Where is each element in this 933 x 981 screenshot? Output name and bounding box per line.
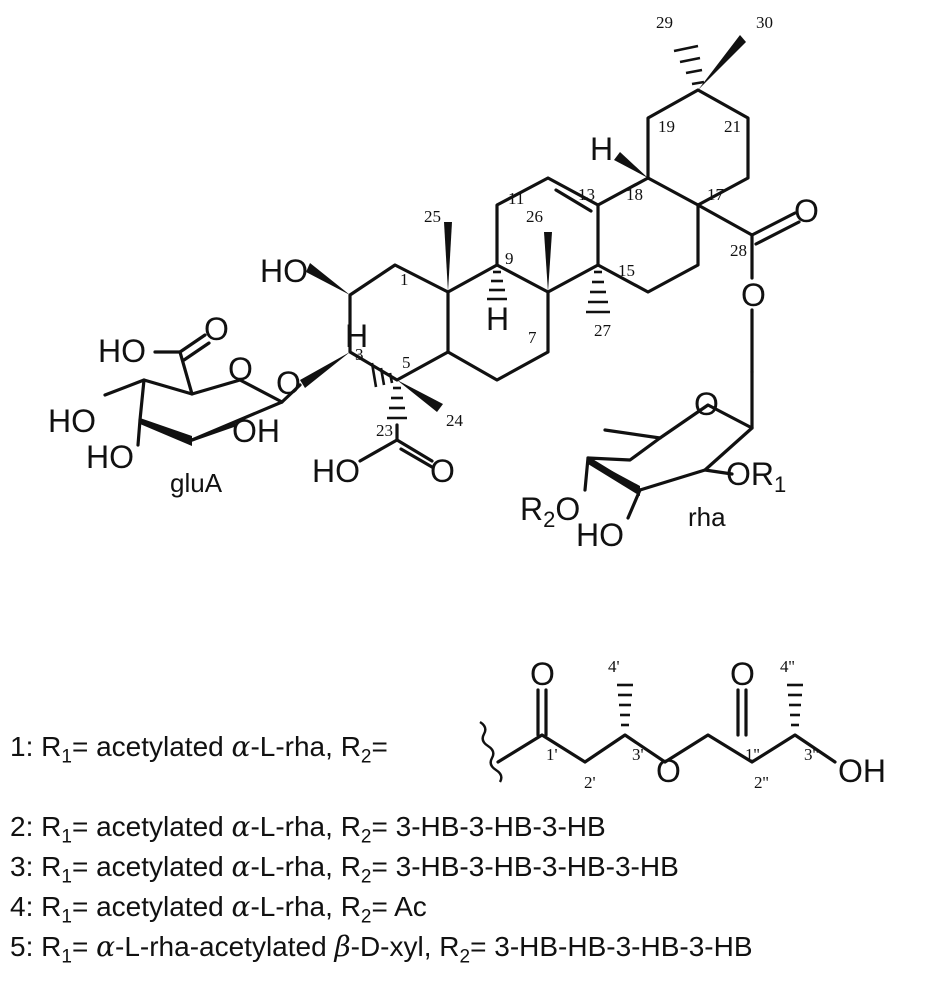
locant-1: 1 [400, 270, 409, 289]
label-glua-cooh-ho: HO [98, 333, 146, 369]
wavy-attachment [479, 720, 503, 783]
label-glua-ring-o: O [228, 351, 253, 387]
label-glua-ho-b: HO [86, 439, 134, 475]
glua-bold-edge [140, 418, 192, 446]
label-rha-or1: OR1 [726, 456, 786, 497]
sub-c4p: 4' [608, 657, 620, 676]
locant-24: 24 [446, 411, 464, 430]
label-rha-r2o-o: O [555, 491, 580, 527]
locant-13: 13 [578, 185, 595, 204]
label-rha-or1-main: OR [726, 456, 774, 492]
label-rha-ring-o: O [694, 386, 719, 422]
legend-line-2: 2: R1= acetylated α-L-rha, R2= 3-HB-3-HB… [10, 810, 606, 848]
label-h-9: H [486, 301, 509, 337]
wedge-h18 [614, 152, 648, 178]
sub-c1p: 1' [546, 745, 558, 764]
label-glua-oh: OH [232, 413, 280, 449]
label-rha-ho: HO [576, 517, 624, 553]
label-c28-ester-o: O [741, 277, 766, 313]
wedge-c3-o [300, 352, 350, 388]
sub-c3pp: 3'' [804, 745, 819, 764]
locant-23: 23 [376, 421, 393, 440]
c28-ester [696, 203, 801, 374]
sub-o2: O [730, 656, 755, 692]
locant-25: 25 [424, 207, 441, 226]
sub-oh: OH [838, 753, 886, 789]
c23-carboxyl [358, 423, 434, 469]
wedge-c24 [397, 380, 443, 412]
wedge-c26 [544, 232, 552, 292]
sub-c3p: 3' [632, 745, 644, 764]
legend-line-1: 1: R1= acetylated α-L-rha, R2= [10, 730, 388, 768]
locant-30: 30 [756, 13, 773, 32]
locant-17: 17 [707, 185, 725, 204]
wedge-c2-oh [306, 263, 350, 295]
locant-27: 27 [594, 321, 612, 340]
r2-substituent: O O O OH 1' 2' 3' 4' 1'' 2'' 3'' 4'' [479, 656, 886, 792]
label-h-18: H [590, 131, 613, 167]
label-c23-o: O [430, 453, 455, 489]
label-o-glycoside: O [276, 365, 301, 401]
legend-line-5: 5: R1= α-L-rha-acetylated β-D-xyl, R2= 3… [10, 930, 753, 968]
label-rha-or1-sub: 1 [774, 472, 786, 497]
sub-c2p: 2' [584, 773, 596, 792]
locant-18: 18 [626, 185, 643, 204]
label-rha: rha [688, 502, 726, 532]
locant-29: 29 [656, 13, 673, 32]
label-rha-r2o-sub: 2 [543, 507, 555, 532]
sub-c4pp: 4'' [780, 657, 795, 676]
locant-3: 3 [355, 345, 364, 364]
label-rha-r2o: R2O [520, 491, 580, 532]
locant-19: 19 [658, 117, 675, 136]
locant-26: 26 [526, 207, 543, 226]
label-c23-ho: HO [312, 453, 360, 489]
locant-11: 11 [508, 189, 524, 208]
locant-5: 5 [402, 353, 411, 372]
wedge-c25 [444, 222, 452, 292]
sub-o1: O [530, 656, 555, 692]
sub-c1pp: 1'' [745, 745, 760, 764]
legend-line-4: 4: R1= acetylated α-L-rha, R2= Ac [10, 890, 427, 928]
locant-15: 15 [618, 261, 635, 280]
locant-21: 21 [724, 117, 741, 136]
label-ho-2: HO [260, 253, 308, 289]
locant-7: 7 [528, 328, 537, 347]
sub-o-link: O [656, 753, 681, 789]
label-h-5: H [345, 318, 368, 354]
rha-bold-edge [588, 458, 640, 496]
legend-line-3: 3: R1= acetylated α-L-rha, R2= 3-HB-3-HB… [10, 850, 679, 888]
label-rha-r2o-main: R [520, 491, 543, 527]
locant-9: 9 [505, 249, 514, 268]
label-glua-ho-a: HO [48, 403, 96, 439]
rha-ring [583, 370, 754, 520]
wedge-c30 [698, 35, 746, 90]
locant-28: 28 [730, 241, 747, 260]
hashed-bonds [370, 44, 705, 420]
label-glua: gluA [170, 468, 223, 498]
label-glua-cooh-o: O [204, 311, 229, 347]
locant-numbers: 29 30 19 21 17 18 13 11 25 26 9 1 3 5 7 … [355, 13, 773, 440]
sub-c2pp: 2'' [754, 773, 769, 792]
label-c28-carbonyl-o: O [794, 193, 819, 229]
